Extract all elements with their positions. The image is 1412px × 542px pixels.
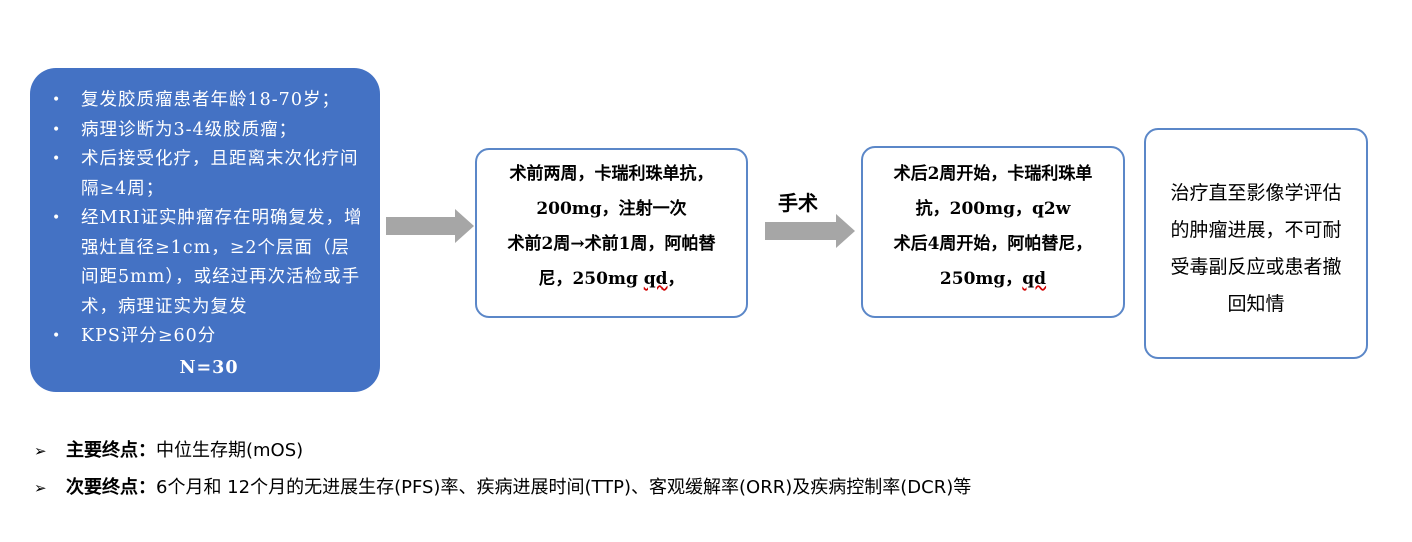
post-op-frequency: qd xyxy=(1022,269,1047,289)
criteria-item-text: 术后接受化疗，且距离末次化疗间隔≥4周； xyxy=(81,149,359,199)
arrow-right-icon xyxy=(386,209,474,243)
pre-op-line: 术前两周，卡瑞利珠单抗， xyxy=(509,164,714,184)
surgery-label: 手术 xyxy=(778,191,818,215)
bullet-icon: • xyxy=(52,121,62,138)
primary-endpoint-value: 中位生存期(mOS) xyxy=(156,440,304,461)
criteria-item-text: 病理诊断为3-4级胶质瘤； xyxy=(81,119,298,140)
criteria-item-text: KPS评分≥60分 xyxy=(81,326,217,346)
arrow-bullet-icon: ➢ xyxy=(34,479,47,497)
pre-op-line: 尼，250mg qd， xyxy=(477,262,746,297)
outcome-line: 的肿瘤进展，不可耐 xyxy=(1170,219,1342,241)
criteria-item: • KPS评分≥60分 xyxy=(52,322,366,352)
pre-op-line: 200mg，注射一次 xyxy=(536,199,687,219)
bullet-icon: • xyxy=(52,92,62,108)
bullet-icon: • xyxy=(52,151,62,167)
outcome-line: 受毒副反应或患者撤 xyxy=(1170,256,1342,278)
pre-op-treatment-box: 术前两周，卡瑞利珠单抗， 200mg，注射一次 术前2周→术前1周，阿帕替 尼，… xyxy=(475,148,748,318)
outcome-line: 治疗直至影像学评估 xyxy=(1170,182,1342,204)
primary-endpoint: ➢ 主要终点：中位生存期(mOS) xyxy=(34,439,303,463)
criteria-item: • 术后接受化疗，且距离末次化疗间隔≥4周； xyxy=(52,145,366,204)
bullet-icon: • xyxy=(52,210,62,226)
criteria-list: • 复发胶质瘤患者年龄18-70岁； • 病理诊断为3-4级胶质瘤； • 术后接受化疗… xyxy=(52,86,366,352)
post-op-line: 术后2周开始，卡瑞利珠单 xyxy=(893,164,1093,184)
criteria-item: • 病理诊断为3-4级胶质瘤； xyxy=(52,116,366,146)
secondary-endpoint-label: 次要终点： xyxy=(66,477,156,498)
secondary-endpoint: ➢ 次要终点：6个月和 12个月的无进展生存(PFS)率、疾病进展时间(TTP)、… xyxy=(34,476,971,500)
criteria-item: • 经MRI证实肿瘤存在明确复发，增强灶直径≥1cm，≥2个层面（层间距5mm），… xyxy=(52,204,366,322)
bullet-icon: • xyxy=(52,328,62,344)
post-op-treatment-box: 术后2周开始，卡瑞利珠单 抗，200mg，q2w 术后4周开始，阿帕替尼， 25… xyxy=(861,146,1125,318)
post-op-line: 术后4周开始，阿帕替尼， xyxy=(893,234,1093,254)
criteria-item-text: 经MRI证实肿瘤存在明确复发，增强灶直径≥1cm，≥2个层面（层间距5mm），或… xyxy=(81,208,363,317)
post-op-dose: 250mg， xyxy=(939,269,1023,289)
post-op-line: 抗，200mg，q2w xyxy=(915,199,1071,219)
sample-size-label: N=30 xyxy=(179,357,239,378)
treatment-end-box: 治疗直至影像学评估 的肿瘤进展，不可耐 受毒副反应或患者撤 回知情 xyxy=(1144,128,1368,359)
criteria-item: • 复发胶质瘤患者年龄18-70岁； xyxy=(52,86,366,116)
pre-op-frequency: qd xyxy=(643,269,668,289)
pre-op-punct: ， xyxy=(667,269,685,289)
inclusion-criteria-box: • 复发胶质瘤患者年龄18-70岁； • 病理诊断为3-4级胶质瘤； • 术后接受化疗… xyxy=(30,68,380,392)
arrow-right-icon xyxy=(765,214,855,248)
post-op-line: 250mg，qd xyxy=(863,262,1123,297)
criteria-item-text: 复发胶质瘤患者年龄18-70岁； xyxy=(81,90,340,110)
primary-endpoint-label: 主要终点： xyxy=(66,440,156,461)
arrow-bullet-icon: ➢ xyxy=(34,442,47,460)
outcome-line: 回知情 xyxy=(1227,293,1285,315)
pre-op-dose: 尼，250mg xyxy=(538,269,644,289)
secondary-endpoint-value: 6个月和 12个月的无进展生存(PFS)率、疾病进展时间(TTP)、客观缓解率(… xyxy=(156,477,972,498)
pre-op-line: 术前2周→术前1周，阿帕替 xyxy=(507,234,716,254)
